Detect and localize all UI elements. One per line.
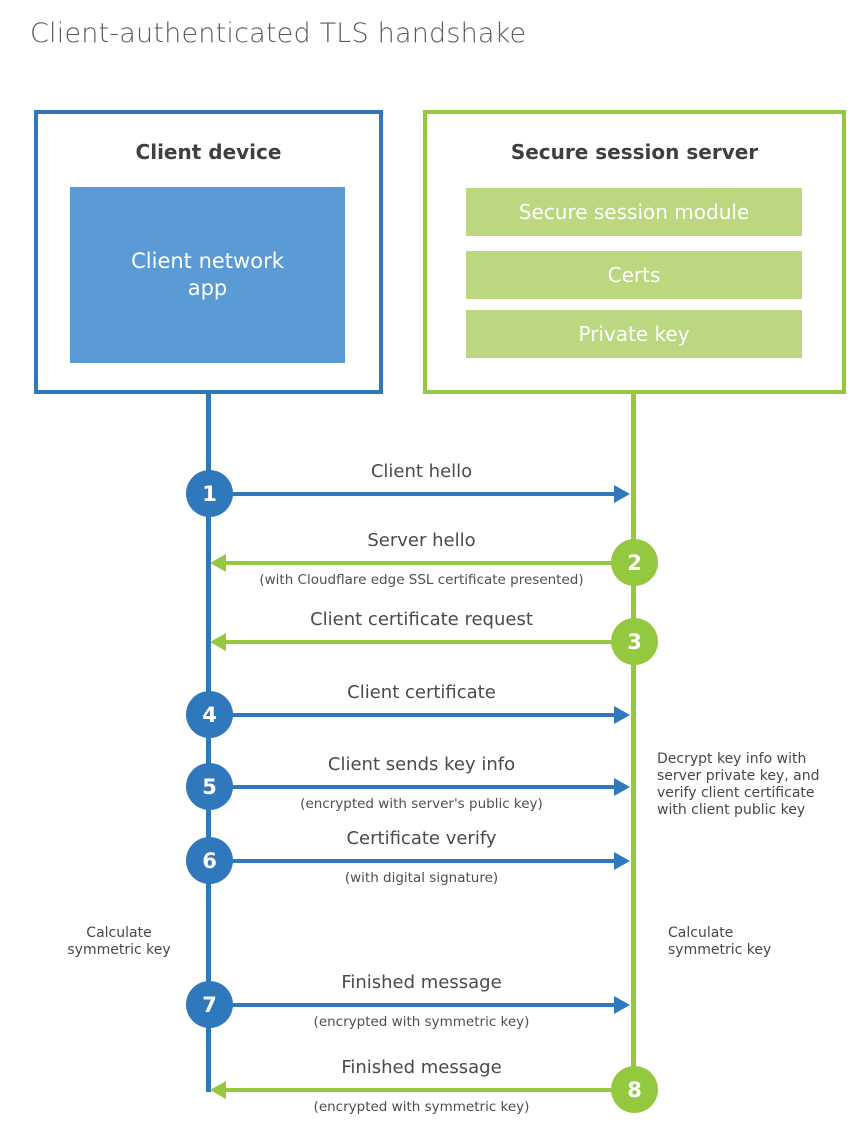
calculate-symmetric-key-client-note: Calculate symmetric key [67,925,171,959]
arrowhead-left-icon [210,554,226,572]
message-label-finished-client: Finished message [341,972,502,993]
message-label-finished-server: Finished message [341,1057,502,1078]
client-device-title: Client device [135,140,282,164]
arrow-key-info [209,785,617,789]
arrowhead-right-icon [614,485,630,503]
step-circle-4: 4 [186,691,233,738]
message-sub-server-hello: (with Cloudflare edge SSL certificate pr… [259,572,584,588]
arrow-client-certificate [209,713,617,717]
message-label-client-certificate: Client certificate [347,682,496,703]
server-module-private-key: Private key [466,310,802,358]
step-circle-1: 1 [186,470,233,517]
client-network-app-label: Client network app [131,248,284,300]
server-module-secure-session: Secure session module [466,188,802,236]
step-circle-7: 7 [186,981,233,1028]
arrow-client-hello [209,492,617,496]
server-module-certs: Certs [466,251,802,299]
arrowhead-left-icon [210,633,226,651]
step-circle-8: 8 [611,1066,658,1113]
arrowhead-right-icon [614,706,630,724]
arrowhead-left-icon [210,1081,226,1099]
step-circle-6: 6 [186,837,233,884]
arrowhead-right-icon [614,852,630,870]
message-label-key-info: Client sends key info [327,754,516,775]
step-circle-5: 5 [186,763,233,810]
arrowhead-right-icon [614,778,630,796]
message-label-server-hello: Server hello [367,530,476,551]
step-circle-2: 2 [611,539,658,586]
client-lifeline [206,394,211,1092]
arrow-server-hello [226,561,634,565]
server-lifeline [631,394,636,1092]
message-label-client-hello: Client hello [370,461,473,482]
secure-session-server-title: Secure session server [510,140,759,164]
client-network-app-box: Client network app [70,187,345,363]
message-sub-key-info: (encrypted with server's public key) [300,796,543,812]
message-sub-certificate-verify: (with digital signature) [344,870,499,886]
step-circle-3: 3 [611,618,658,665]
message-label-certificate-verify: Certificate verify [346,828,497,849]
message-sub-finished-client: (encrypted with symmetric key) [313,1014,530,1030]
arrowhead-right-icon [614,996,630,1014]
arrow-finished-client [209,1003,617,1007]
message-label-cert-request: Client certificate request [310,609,533,630]
message-sub-finished-server: (encrypted with symmetric key) [313,1099,530,1115]
arrow-certificate-verify [209,859,617,863]
page-title: Client-authenticated TLS handshake [30,18,527,49]
decrypt-key-note: Decrypt key info with server private key… [657,751,820,819]
calculate-symmetric-key-server-note: Calculate symmetric key [668,925,772,959]
arrow-cert-request [226,640,634,644]
arrow-finished-server [226,1088,634,1092]
